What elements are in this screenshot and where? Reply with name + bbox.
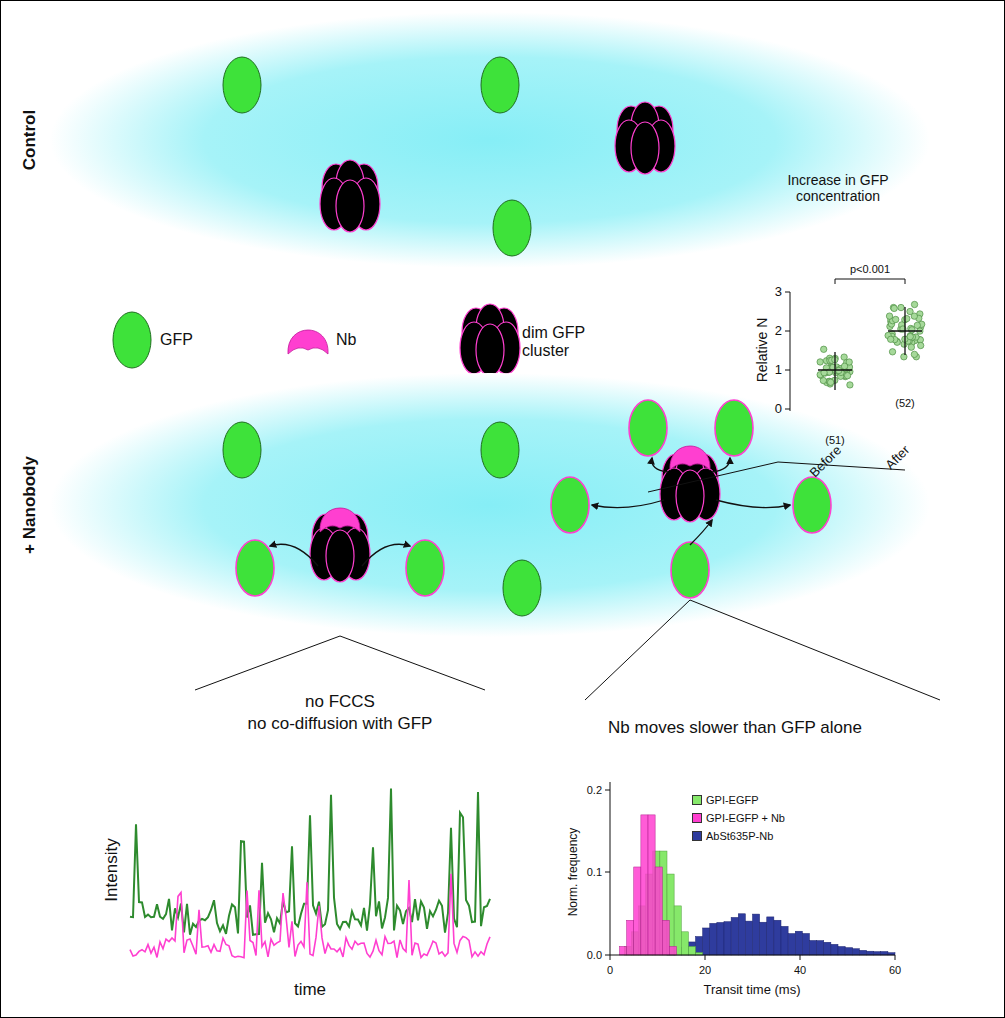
- histogram-bar: [681, 932, 688, 955]
- data-point: [907, 308, 913, 314]
- histogram-bar: [703, 928, 710, 955]
- tick-label: 20: [699, 964, 711, 977]
- histogram-bar: [802, 933, 809, 955]
- tick-label: 40: [794, 964, 806, 977]
- data-point: [827, 379, 833, 385]
- axis-title: Intensity: [102, 838, 122, 901]
- tick-label: 0.2: [587, 784, 602, 797]
- tick-label: 3: [775, 285, 782, 300]
- histogram-bar: [662, 920, 669, 955]
- zoom-caption: no co-diffusion with GFP: [248, 714, 433, 734]
- histogram-bar: [774, 920, 781, 955]
- histogram-bar: [810, 940, 817, 955]
- histogram-bar: [781, 926, 788, 955]
- data-point: [890, 304, 896, 310]
- histogram-bar: [838, 947, 845, 955]
- histogram-bar: [669, 946, 676, 955]
- histogram-bar: [648, 815, 655, 955]
- panel-title: + Nanobody: [20, 456, 40, 554]
- data-point: [844, 372, 850, 378]
- p-value: p<0.001: [850, 263, 890, 276]
- legend-swatch: [692, 795, 702, 805]
- histogram-bar: [788, 934, 795, 955]
- data-points: [817, 301, 925, 388]
- legend-label: GPI-EGFP + Nb: [706, 812, 785, 825]
- data-point: [892, 316, 898, 322]
- data-point: [891, 305, 897, 311]
- data-point: [909, 327, 915, 333]
- histogram-bar: [795, 931, 802, 955]
- panel-title: Control: [20, 110, 40, 170]
- histogram-bar: [831, 944, 838, 955]
- histogram-bar: [688, 942, 695, 955]
- data-point: [917, 342, 923, 348]
- histogram-bar: [824, 942, 831, 955]
- data-point: [889, 349, 895, 355]
- legend-swatch: [692, 813, 702, 823]
- legend-swatch: [692, 831, 702, 841]
- axis-title: time: [294, 980, 326, 1000]
- tick-label: 0.1: [587, 866, 602, 879]
- histogram-bar: [859, 950, 866, 955]
- data-point: [901, 354, 907, 360]
- histogram-bar: [881, 952, 888, 955]
- tick-label: 1: [775, 363, 782, 378]
- intensity-trace: [130, 874, 490, 958]
- histogram-bar: [696, 936, 703, 955]
- histogram-bar: [760, 922, 767, 955]
- histogram-bar: [731, 917, 738, 955]
- legend-label: AbSt635P-Nb: [706, 830, 773, 843]
- legend-label: Nb: [336, 331, 356, 349]
- histogram-bar: [767, 917, 774, 955]
- legend-label: dim GFP cluster: [522, 324, 602, 361]
- histogram-bar: [874, 952, 881, 955]
- histogram-bar: [724, 922, 731, 955]
- histogram-bar: [627, 920, 634, 955]
- histogram: [620, 815, 896, 955]
- zoom-caption: no FCCS: [305, 692, 375, 712]
- histogram-bar: [817, 941, 824, 955]
- legend-label: GPI-EGFP: [706, 794, 759, 807]
- tick-label: 60: [889, 964, 901, 977]
- data-point: [847, 382, 853, 388]
- axis-title: Relative N: [754, 318, 770, 383]
- histogram-bar: [867, 951, 874, 955]
- tick-label: 0: [775, 402, 782, 417]
- intensity-trace: [130, 789, 490, 935]
- histogram-bar: [753, 914, 760, 955]
- histogram-bar: [634, 867, 641, 955]
- data-point: [898, 304, 904, 310]
- zoom-caption: Nb moves slower than GFP alone: [608, 718, 862, 738]
- data-point: [841, 363, 847, 369]
- data-point: [821, 346, 827, 352]
- data-point: [886, 313, 892, 319]
- tick-label: 2: [775, 324, 782, 339]
- data-point: [911, 351, 917, 357]
- legend-label: GFP: [160, 331, 193, 349]
- histogram-bar: [745, 921, 752, 955]
- sample-count: (52): [895, 397, 915, 410]
- data-point: [908, 344, 914, 350]
- data-point: [817, 359, 823, 365]
- histogram-bar: [620, 946, 627, 955]
- histogram-bar: [710, 923, 717, 955]
- histogram-bar: [717, 922, 724, 955]
- data-point: [907, 333, 913, 339]
- histogram-bar: [738, 914, 745, 955]
- inset-title: Increase in GFP concentration: [758, 172, 918, 204]
- histogram-bar: [655, 867, 662, 955]
- histogram-bar: [688, 946, 695, 955]
- histogram-bar: [641, 815, 648, 955]
- histogram-bar: [845, 948, 852, 955]
- axis-title: Transit time (ms): [703, 983, 800, 998]
- tick-label: 0: [607, 964, 613, 977]
- axis-title: Norm. frequency: [567, 828, 581, 917]
- data-point: [911, 301, 917, 307]
- data-point: [887, 336, 893, 342]
- histogram-bar: [852, 949, 859, 955]
- data-point: [907, 332, 913, 338]
- tick-label: 0.0: [587, 949, 602, 962]
